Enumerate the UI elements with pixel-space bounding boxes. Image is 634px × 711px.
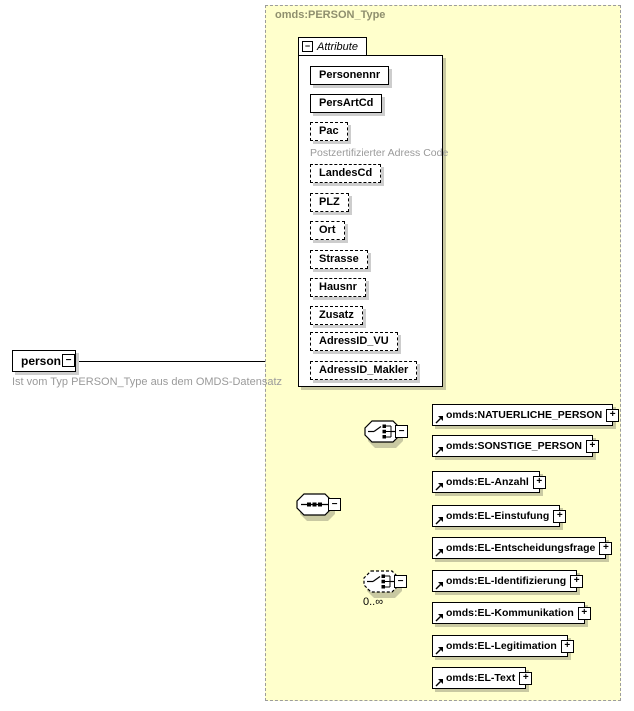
minus-icon: − (65, 354, 72, 366)
element-label: omds:EL-Kommunikation (446, 607, 574, 619)
connector-person-trunk (76, 361, 278, 362)
plus-icon: + (564, 640, 571, 651)
attribute-pac-annotation: Postzertifizierter Adress Code (310, 147, 449, 159)
attribute-zusatz[interactable]: Zusatz (310, 306, 363, 325)
reference-arrow-icon (435, 447, 443, 455)
element-label: omds:EL-Identifizierung (446, 575, 567, 587)
element-label: omds:SONSTIGE_PERSON (446, 440, 582, 452)
reference-arrow-icon (435, 582, 443, 590)
plus-icon: + (581, 607, 588, 618)
attribute-landescd[interactable]: LandesCd (310, 164, 382, 183)
person-label: person (21, 354, 62, 368)
person-annotation: Ist vom Typ PERSON_Type aus dem OMDS-Dat… (12, 376, 283, 388)
element-natuerliche-person[interactable]: omds:NATUERLICHE_PERSON + (432, 404, 620, 426)
plus-icon: + (536, 476, 543, 487)
element-el-anzahl[interactable]: omds:EL-Anzahl + (432, 471, 546, 493)
expand-button[interactable]: + (532, 475, 546, 489)
sequence-compositor-icon[interactable] (294, 493, 336, 523)
choice2-collapse-button[interactable]: − (394, 575, 407, 588)
choice1-collapse-button[interactable]: − (395, 425, 408, 438)
choice-compositor-icon[interactable] (362, 420, 404, 450)
element-label: omds:EL-Anzahl (446, 476, 529, 488)
reference-arrow-icon (435, 416, 443, 424)
reference-arrow-icon (435, 647, 443, 655)
minus-icon: − (331, 498, 338, 510)
element-el-einstufung[interactable]: omds:EL-Einstufung + (432, 505, 567, 527)
expand-button[interactable]: + (560, 639, 574, 653)
element-label: omds:NATUERLICHE_PERSON (446, 409, 603, 421)
expand-button[interactable]: + (553, 509, 567, 523)
expand-button[interactable]: + (570, 574, 584, 588)
reference-arrow-icon (435, 483, 443, 491)
expand-button[interactable]: + (519, 671, 533, 685)
plus-icon: + (573, 575, 580, 586)
element-label: omds:EL-Entscheidungsfrage (446, 542, 596, 554)
attribute-adressid-makler[interactable]: AdressID_Makler (310, 361, 418, 380)
expand-button[interactable]: + (599, 541, 613, 555)
element-label: omds:EL-Einstufung (446, 510, 550, 522)
element-el-entscheidungsfrage[interactable]: omds:EL-Entscheidungsfrage + (432, 537, 613, 559)
element-label: omds:EL-Legitimation (446, 640, 557, 652)
attribute-collapse-button[interactable]: − (302, 41, 313, 52)
attribute-adressid-vu[interactable]: AdressID_VU (310, 332, 398, 351)
attribute-hausnr[interactable]: Hausnr (310, 278, 366, 297)
plus-icon: + (522, 672, 529, 683)
attribute-personennr[interactable]: Personennr (310, 66, 390, 85)
reference-arrow-icon (435, 549, 443, 557)
attribute-persartcd[interactable]: PersArtCd (310, 94, 383, 113)
element-person[interactable]: person (12, 350, 77, 372)
plus-icon: + (589, 440, 596, 451)
attribute-ort[interactable]: Ort (310, 221, 345, 240)
occurrence-label: 0..∞ (363, 596, 384, 608)
attribute-strasse[interactable]: Strasse (310, 250, 368, 269)
reference-arrow-icon (435, 614, 443, 622)
attribute-plz[interactable]: PLZ (310, 193, 349, 212)
element-el-identifizierung[interactable]: omds:EL-Identifizierung + (432, 570, 584, 592)
element-el-legitimation[interactable]: omds:EL-Legitimation + (432, 635, 574, 657)
type-title: omds:PERSON_Type (275, 9, 386, 21)
element-el-text[interactable]: omds:EL-Text + (432, 667, 533, 689)
element-sonstige-person[interactable]: omds:SONSTIGE_PERSON + (432, 435, 599, 457)
minus-icon: − (304, 41, 311, 51)
reference-arrow-icon (435, 679, 443, 687)
attribute-pac[interactable]: Pac (310, 122, 348, 141)
minus-icon: − (397, 575, 404, 587)
element-el-kommunikation[interactable]: omds:EL-Kommunikation + (432, 602, 591, 624)
expand-button[interactable]: + (585, 439, 599, 453)
plus-icon: + (609, 409, 616, 420)
element-label: omds:EL-Text (446, 672, 516, 684)
minus-icon: − (398, 425, 405, 437)
plus-icon: + (556, 510, 563, 521)
attribute-tab[interactable]: − Attribute (298, 37, 367, 56)
plus-icon: + (602, 542, 609, 553)
choice-compositor-optional-icon[interactable] (361, 570, 403, 600)
attribute-header: Attribute (317, 40, 358, 53)
expand-button[interactable]: + (606, 408, 620, 422)
expand-button[interactable]: + (577, 606, 591, 620)
reference-arrow-icon (435, 517, 443, 525)
person-collapse-button[interactable]: − (62, 354, 75, 367)
sequence-collapse-button[interactable]: − (328, 498, 341, 511)
